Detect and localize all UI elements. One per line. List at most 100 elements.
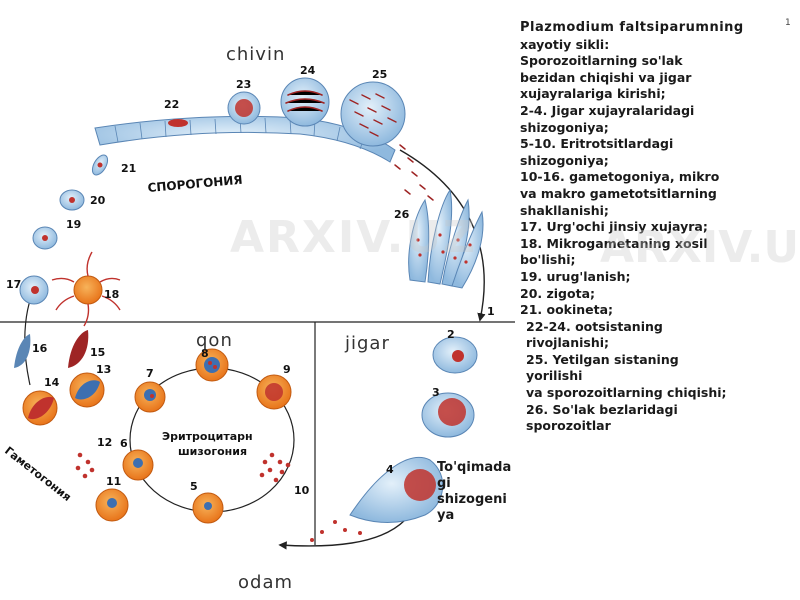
legend-line: 26. So'lak bezlaridagi: [526, 401, 678, 417]
stage-number: 12: [97, 436, 112, 449]
legend-line: 19. urug'lanish;: [520, 268, 631, 284]
legend-title: Plazmodium faltsiparumning: [520, 20, 744, 35]
released-sporozoites: [394, 144, 434, 201]
legend-line: 21. ookineta;: [520, 302, 614, 318]
legend-line: 10-16. gametogoniya, mikro: [520, 169, 720, 185]
legend-line: va makro gametotsitlarning: [520, 185, 717, 201]
region-label-blood: qon: [196, 330, 233, 351]
stage-13-gametocyte: [69, 372, 105, 408]
stage-number: 20: [90, 194, 106, 207]
legend-line: xayotiy sikli:: [520, 36, 610, 52]
tissue-caption-line: gi: [437, 476, 451, 491]
region-label-mosquito: chivin: [226, 44, 286, 65]
stage-26-salivary-gland: [408, 188, 484, 289]
stage-number: 4: [386, 463, 394, 476]
legend-line: 18. Mikrogametaning xosil: [520, 235, 708, 251]
erythrocytic-caption-line2: шизогония: [178, 445, 247, 458]
legend-line: 17. Urg'ochi jinsiy xujayra;: [520, 219, 708, 235]
stage-25-mature-oocyst: [340, 81, 406, 147]
stage-6-erythrocyte: [122, 449, 154, 481]
stage-26-gland-sporozoites: [416, 233, 472, 264]
stage-22-ookinete: [168, 119, 188, 127]
stage-number: 3: [432, 386, 440, 399]
stage-23-oocyst-core: [235, 99, 253, 117]
legend-line: 25. Yetilgan sistaning: [526, 351, 679, 367]
stage-3-schizont: [438, 398, 466, 426]
tissue-schizogony-caption: To'qimada gi shizogeni ya: [437, 460, 527, 524]
legend-line: shizogoniya;: [520, 119, 609, 135]
stage-number: 8: [201, 347, 209, 360]
stage-number: 9: [283, 363, 291, 376]
legend-line: bo'lishi;: [520, 252, 576, 268]
stage-4-mature-schizont: [404, 469, 436, 501]
stage-18-microgamete: [51, 251, 121, 327]
cycle-arrow-mosquito-to-liver: [399, 149, 486, 322]
stage-24-sporozoites: [285, 90, 325, 112]
tissue-caption-line: shizogeni: [437, 492, 507, 507]
stage-5-erythrocyte: [192, 492, 224, 524]
stage-8-erythrocyte: [195, 348, 229, 382]
legend-line: sporozoitlar: [526, 418, 611, 434]
stage-number: 7: [146, 367, 154, 380]
legend-line: 20. zigota;: [520, 285, 595, 301]
stage-number: 24: [300, 64, 316, 77]
cycle-arrow-liver-to-blood: [278, 519, 406, 550]
legend-line: rivojlanishi;: [526, 335, 609, 351]
tissue-caption-line: To'qimada: [437, 460, 512, 475]
stage-number: 25: [372, 68, 387, 81]
stage-14-gametocyte: [22, 390, 58, 426]
stage-number: 10: [294, 484, 310, 497]
stage-number: 2: [447, 328, 455, 341]
region-label-liver: jigar: [345, 333, 390, 354]
stage-9-erythrocyte: [256, 374, 292, 410]
page-mark: 1: [785, 18, 791, 28]
legend-line: shakllanishi;: [520, 202, 609, 218]
gametogony-caption: Гаметогония: [2, 444, 73, 504]
sporogony-caption: СПОРОГОНИЯ: [147, 173, 243, 195]
legend-line: bezidan chiqishi va jigar: [520, 69, 692, 85]
stage-number: 22: [164, 98, 179, 111]
stage-number: 18: [104, 288, 119, 301]
stage-number: 1: [487, 305, 495, 318]
stage-number: 11: [106, 475, 121, 488]
stage-2-parasite: [452, 350, 464, 362]
stage-number: 5: [190, 480, 198, 493]
life-cycle-legend: Plazmodium faltsiparumning xayotiy sikli…: [520, 20, 790, 435]
stage-number: 14: [44, 376, 60, 389]
stage-16-gametocyte: [14, 334, 31, 368]
stage-10-merozoites: [259, 452, 291, 483]
stage-12-merozoites: [75, 452, 95, 479]
legend-line: 22-24. ootsistaning: [526, 318, 663, 334]
region-label-human: odam: [238, 572, 294, 593]
legend-line: 2-4. Jigar xujayralaridagi: [520, 102, 695, 118]
stage-20-zygote: [59, 189, 85, 211]
stage-19-fertilization: [32, 226, 58, 250]
stage-number: 16: [32, 342, 48, 355]
stage-number: 21: [121, 162, 136, 175]
stage-number: 6: [120, 437, 128, 450]
erythrocytic-caption-line1: Эритроцитарн: [162, 430, 253, 443]
stage-number: 17: [6, 278, 21, 291]
stage-11-erythrocyte: [95, 488, 129, 522]
merozoites-released: [310, 520, 362, 542]
tissue-caption-line: ya: [437, 508, 455, 523]
mosquito-gut-epithelium: [94, 115, 396, 163]
stage-number: 19: [66, 218, 81, 231]
legend-line: xujayralariga kirishi;: [520, 86, 666, 102]
legend-line: va sporozoitlarning chiqishi;: [526, 385, 727, 401]
stage-7-erythrocyte: [134, 381, 166, 413]
stage-number: 15: [90, 346, 105, 359]
legend-line: shizogoniya;: [520, 152, 609, 168]
stage-15-gametocyte: [68, 330, 89, 368]
legend-line: yorilishi: [526, 368, 583, 384]
stage-number: 26: [394, 208, 410, 221]
legend-line: 5-10. Eritrotsitlardagi: [520, 136, 674, 152]
stage-number: 23: [236, 78, 251, 91]
stage-numbers: 1 2 3 4 5 6 7 8 9 10 11 12 13 14 15 16 1…: [6, 64, 495, 497]
legend-line: Sporozoitlarning so'lak: [520, 53, 683, 69]
stage-number: 13: [96, 363, 111, 376]
stage-21-ookinete: [91, 154, 109, 176]
stage-17-macrogamete: [19, 275, 49, 305]
stage-25-sporozoites: [349, 93, 397, 137]
